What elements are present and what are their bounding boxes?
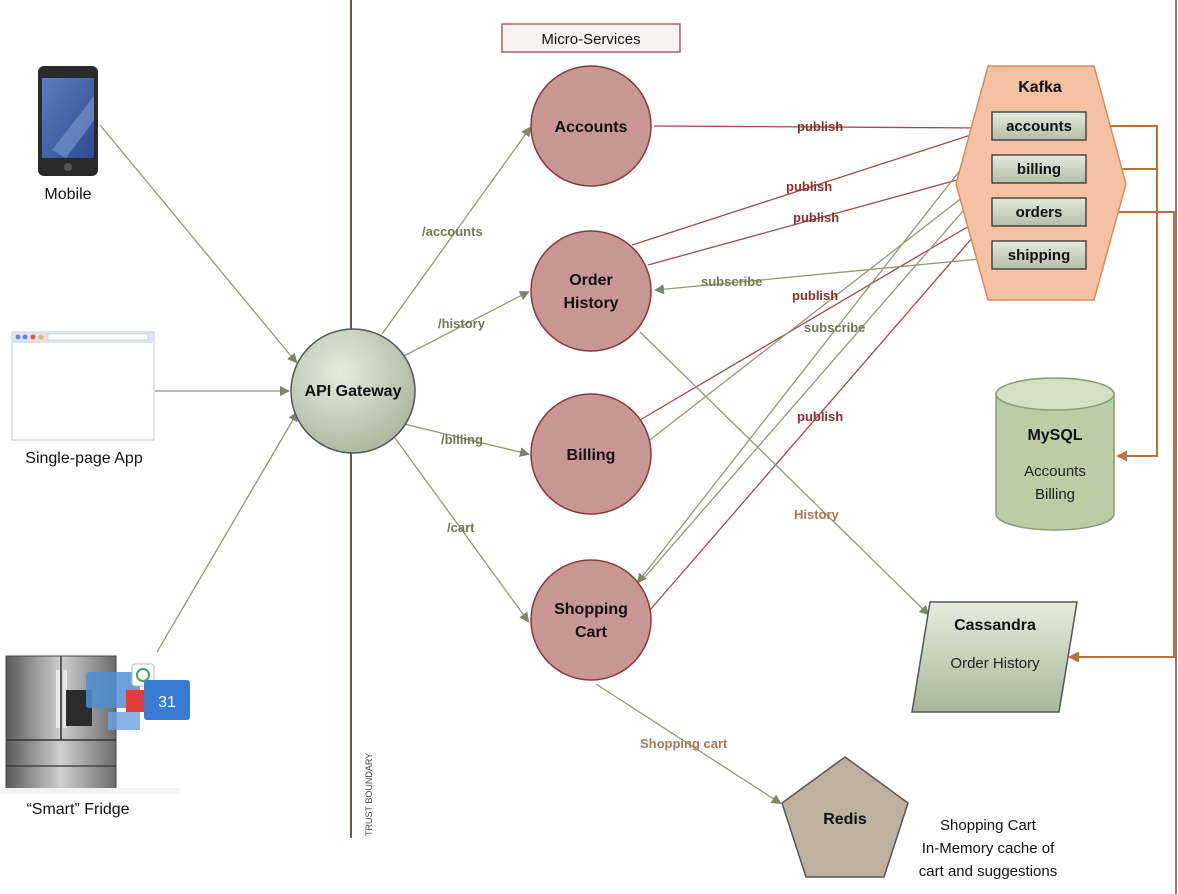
cassandra-title: Cassandra: [954, 617, 1036, 634]
edge-history-publish-2: [647, 169, 988, 266]
redis-note-3: cart and suggestions: [919, 863, 1057, 880]
edge-cart-subscribe-1: [636, 131, 991, 584]
calendar-badge: 31: [158, 694, 176, 711]
edge-billing-subscribe: [640, 175, 991, 448]
service-shopping-cart: [530, 559, 652, 681]
kafka-topic-shipping-label: shipping: [1008, 247, 1071, 264]
micro-services-header-box: [501, 23, 681, 53]
micro-services-header: Micro-Services: [541, 31, 640, 48]
edge-gateway-accounts: [381, 126, 532, 335]
mysql-line1: Accounts: [1024, 463, 1086, 480]
kafka-topic-billing: [991, 154, 1087, 184]
redis-note-1: Shopping Cart: [940, 817, 1037, 834]
mobile-label: Mobile: [44, 186, 91, 203]
redis-title: Redis: [823, 811, 867, 828]
redis-note-2: In-Memory cache of: [922, 840, 1055, 857]
spa-client: Single-page App: [11, 331, 155, 467]
service-billing-label: Billing: [567, 447, 616, 464]
spa-label: Single-page App: [25, 450, 143, 467]
mobile-client: Mobile: [38, 66, 98, 203]
mysql-title: MySQL: [1027, 427, 1082, 444]
edge-history-publish-1: [631, 127, 988, 246]
kafka-topic-orders-label: orders: [1016, 204, 1063, 221]
service-shopping-cart-line2: Cart: [575, 624, 608, 641]
service-order-history-line2: History: [563, 295, 618, 312]
route-label-history: /history: [438, 316, 486, 331]
label-publish-history-2: publish: [793, 210, 839, 225]
edge-kafka-accounts-mysql: [1086, 125, 1158, 462]
label-subscribe-history: subscribe: [701, 274, 762, 289]
service-accounts-label: Accounts: [555, 119, 628, 136]
fridge-client: 31 “Smart” Fridge: [0, 655, 190, 818]
edge-billing-publish: [639, 214, 988, 421]
kafka-topic-orders: [991, 197, 1087, 227]
edge-gateway-cart: [394, 437, 530, 623]
label-publish-billing: publish: [792, 288, 838, 303]
label-shopping-cart: Shopping cart: [640, 736, 728, 751]
trust-boundary-label: TRUST BOUNDARY: [364, 753, 374, 836]
edge-gateway-history: [399, 291, 530, 359]
api-gateway-node: [290, 328, 416, 454]
mysql-database: MySQL Accounts Billing: [995, 377, 1115, 531]
edge-cart-subscribe-2: [643, 179, 991, 579]
service-order-history: [530, 230, 652, 352]
label-subscribe-mid: subscribe: [804, 320, 865, 335]
kafka-topic-accounts-label: accounts: [1006, 118, 1072, 135]
kafka-topic-shipping: [991, 240, 1087, 270]
edge-fridge-gateway: [156, 411, 299, 653]
edge-cart-redis: [595, 683, 782, 805]
edge-gateway-billing: [403, 423, 530, 457]
calendar-icon: [144, 680, 190, 720]
kafka-title: Kafka: [1018, 79, 1062, 96]
cassandra-line1: Order History: [950, 655, 1040, 672]
service-shopping-cart-line1: Shopping: [554, 601, 628, 618]
label-history: History: [794, 507, 840, 522]
service-order-history-line1: Order: [569, 272, 613, 289]
service-accounts: [530, 65, 652, 187]
edge-kafka-orders-cassandra: [1068, 211, 1175, 663]
edge-cart-publish: [649, 220, 988, 611]
kafka-topic-accounts: [991, 111, 1087, 141]
route-label-accounts: /accounts: [422, 224, 483, 239]
redis-cache: [781, 756, 909, 878]
route-label-billing: /billing: [441, 432, 483, 447]
edge-history-cassandra: [639, 331, 930, 616]
browser-window-icon: [11, 331, 155, 441]
fridge-label: “Smart” Fridge: [26, 801, 129, 818]
mysql-line2: Billing: [1035, 486, 1075, 503]
label-publish-history-1: publish: [786, 179, 832, 194]
api-gateway-label: API Gateway: [305, 383, 402, 400]
label-publish-accounts: publish: [797, 119, 843, 134]
route-label-cart: /cart: [447, 520, 475, 535]
service-billing: [530, 393, 652, 515]
edge-history-subscribe: [654, 257, 991, 295]
edge-accounts-publish: [653, 122, 988, 133]
label-publish-cart: publish: [797, 409, 843, 424]
edge-mobile-gateway: [99, 124, 298, 364]
kafka-topic-billing-label: billing: [1017, 161, 1061, 178]
cassandra-database: [911, 601, 1078, 713]
